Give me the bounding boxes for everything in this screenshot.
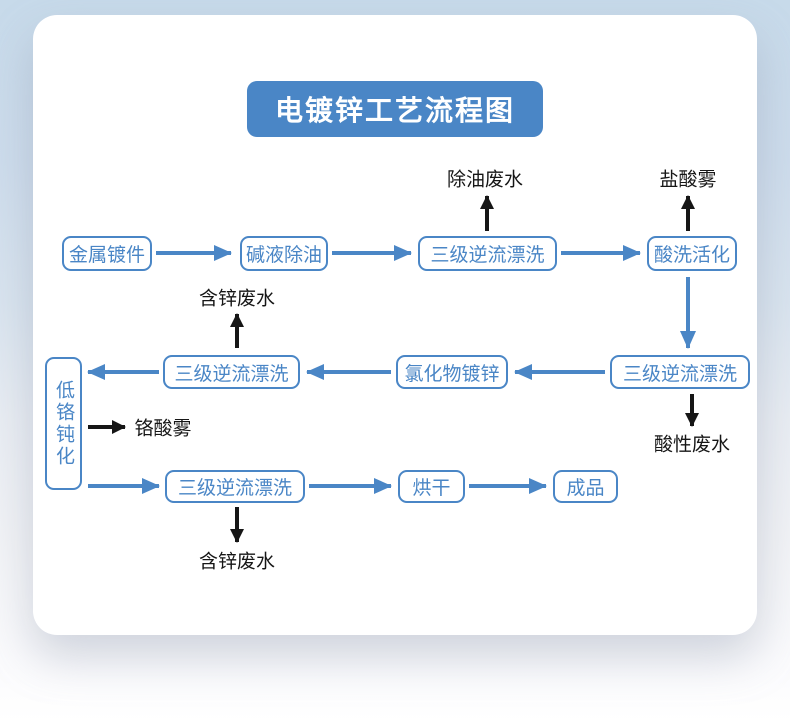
node-acid-activation: 酸洗活化 [647, 236, 737, 271]
node-counterflow-rinse-3: 三级逆流漂洗 [163, 355, 300, 389]
label-hydrochloric-acid-mist: 盐酸雾 [659, 169, 717, 191]
node-counterflow-rinse-1: 三级逆流漂洗 [418, 236, 557, 271]
flowchart-card: 电镀锌工艺流程图 金属镀件 碱液除油 三级逆流漂洗 酸洗活化 三级 [33, 15, 757, 635]
label-acidic-wastewater: 酸性废水 [653, 434, 731, 456]
diagram-title: 电镀锌工艺流程图 [246, 81, 544, 137]
label-chromic-acid-mist: 铬酸雾 [134, 418, 192, 440]
node-counterflow-rinse-4: 三级逆流漂洗 [165, 470, 305, 503]
node-drying: 烘干 [398, 470, 465, 503]
node-low-chrome-passivation: 低铬钝化 [45, 357, 82, 490]
node-metal-part: 金属镀件 [62, 236, 152, 271]
node-counterflow-rinse-2: 三级逆流漂洗 [610, 355, 750, 389]
node-chloride-zinc-plating: 氯化物镀锌 [396, 355, 508, 389]
label-zinc-wastewater-bottom: 含锌废水 [198, 551, 276, 573]
label-zinc-wastewater-mid: 含锌废水 [198, 288, 276, 310]
node-finished-product: 成品 [553, 470, 618, 503]
node-alkali-degrease: 碱液除油 [240, 236, 328, 271]
label-degrease-wastewater: 除油废水 [446, 169, 524, 191]
